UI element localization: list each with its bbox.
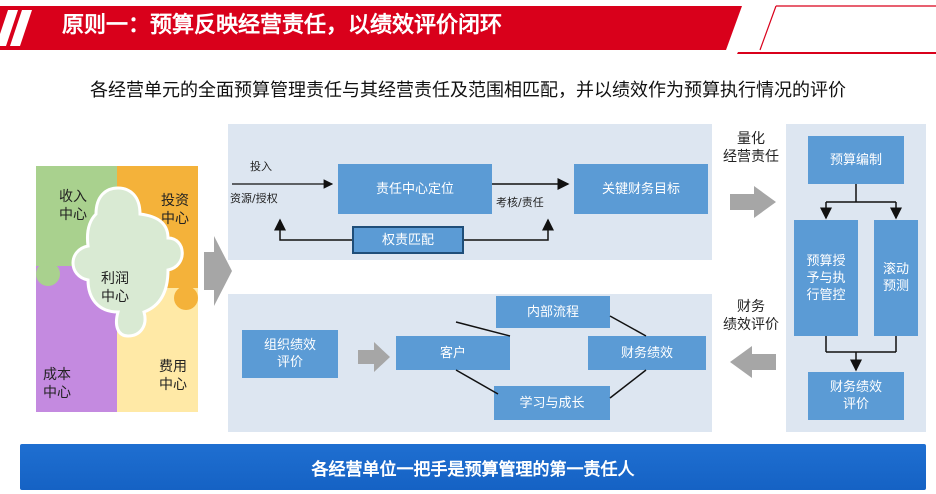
label-expense-center: 费用 中心 xyxy=(159,359,187,393)
learning-growth-box: 学习与成长 xyxy=(494,386,610,420)
budget-compile-box: 预算编制 xyxy=(808,136,904,184)
arrow-right-icon xyxy=(204,236,232,306)
puzzle-graphic xyxy=(36,166,198,412)
input-label: 投入 xyxy=(250,160,272,173)
financial-performance-box: 财务绩效 xyxy=(588,336,706,370)
footer-banner: 各经营单位一把手是预算管理的第一责任人 xyxy=(20,444,926,490)
quantify-responsibility-label: 量化 经营责任 xyxy=(723,131,779,165)
puzzle-profit xyxy=(71,186,184,338)
assess-label: 考核/责任 xyxy=(496,196,544,209)
key-financial-target-box: 关键财务目标 xyxy=(574,164,708,214)
financial-eval-label: 财务 绩效评价 xyxy=(723,299,779,333)
internal-process-box: 内部流程 xyxy=(496,296,610,328)
top-flow-arrows xyxy=(232,178,570,241)
arrow-right-to-cycle-icon xyxy=(730,186,776,218)
label-profit-center: 利润 中心 xyxy=(101,271,129,305)
page-title: 原则一：预算反映经营责任，以绩效评价闭环 xyxy=(62,13,503,38)
label-revenue-center: 收入 中心 xyxy=(59,189,87,223)
header-banner xyxy=(0,5,936,54)
org-performance-eval-box: 组织绩效 评价 xyxy=(242,330,338,378)
rights-match-box: 权责匹配 xyxy=(352,226,464,254)
rolling-forecast-box: 滚动 预测 xyxy=(874,220,918,336)
arrow-left-icon xyxy=(730,346,776,378)
budget-cycle-arrows xyxy=(820,184,902,372)
balanced-scorecard-lines xyxy=(455,315,647,399)
subtitle: 各经营单元的全面预算管理责任与其经营责任及范围相匹配，并以绩效作为预算执行情况的… xyxy=(90,80,846,101)
budget-grant-control-box: 预算授 予与执 行管控 xyxy=(794,220,858,336)
customer-box: 客户 xyxy=(396,336,510,370)
financial-performance-eval-box: 财务绩效 评价 xyxy=(808,372,904,420)
gray-arrow-icon xyxy=(358,342,390,372)
label-cost-center: 成本 中心 xyxy=(43,367,71,401)
responsibility-center-box: 责任中心定位 xyxy=(338,164,492,214)
resource-label: 资源/授权 xyxy=(230,192,278,205)
label-investment-center: 投资 中心 xyxy=(161,193,189,227)
